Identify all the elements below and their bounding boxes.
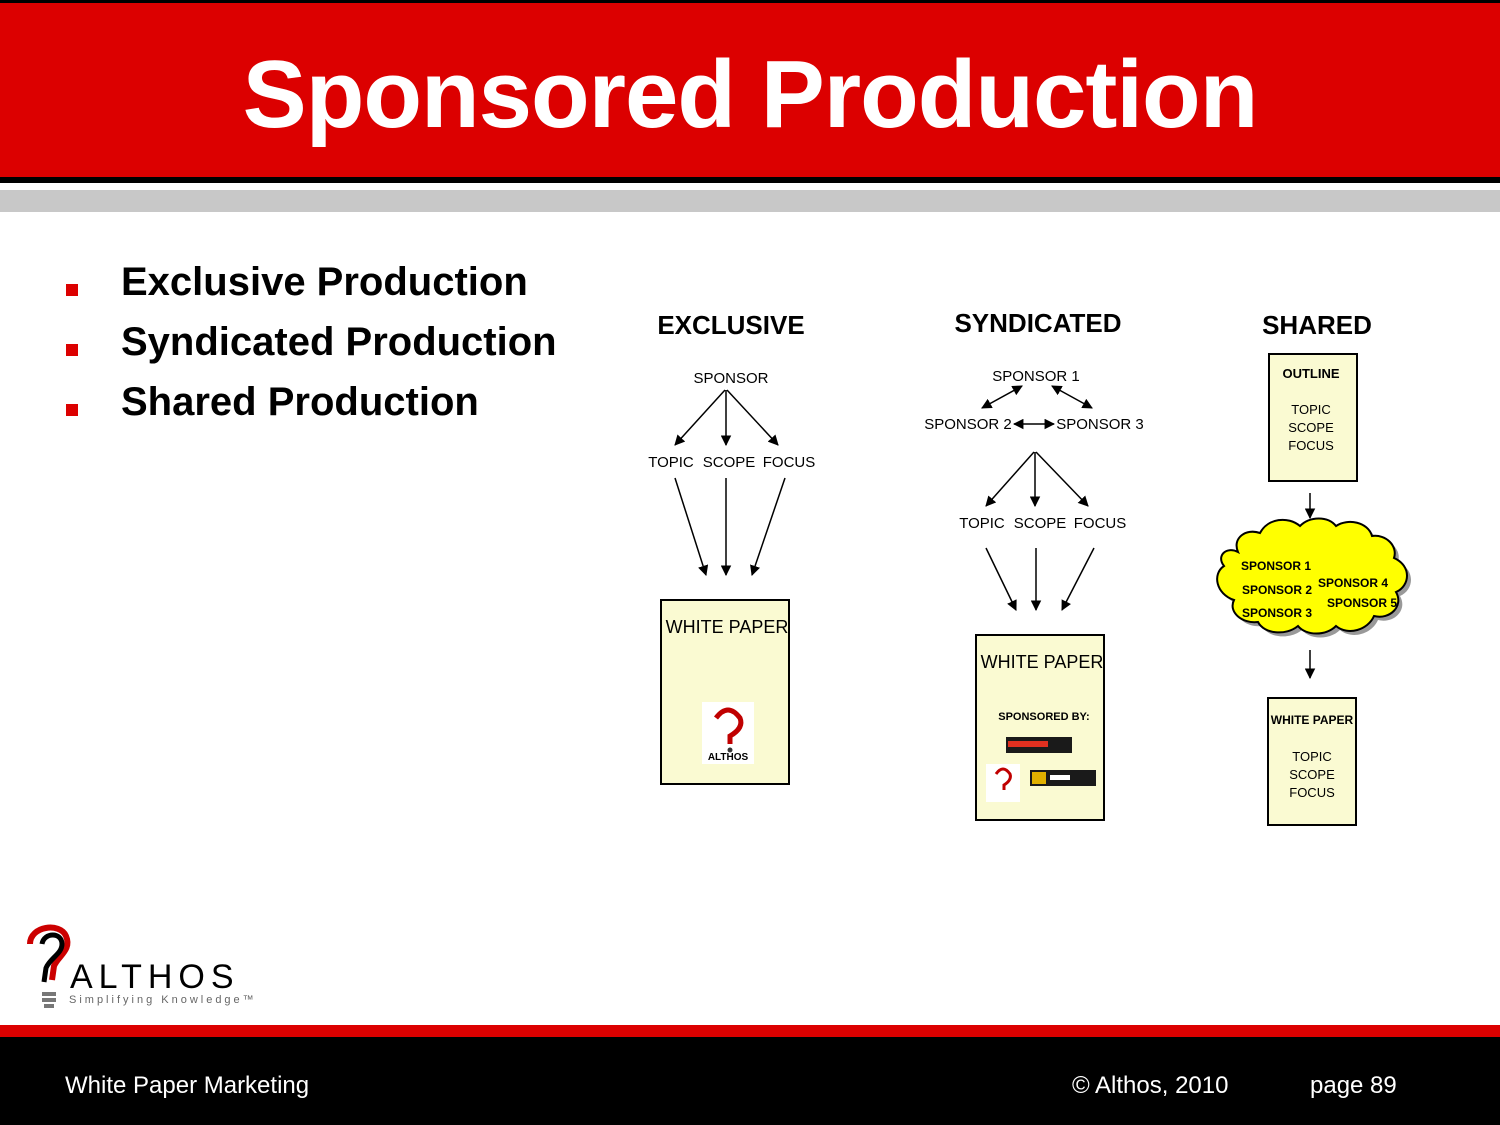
square-bullet-icon	[66, 284, 78, 296]
shared-paper-title: WHITE PAPER	[1271, 713, 1354, 727]
production-models-diagram: EXCLUSIVE SPONSOR TOPIC SCOPE FOCUS WHIT…	[648, 308, 1408, 826]
footer: White Paper Marketing © Althos, 2010 pag…	[0, 1037, 1500, 1125]
shared-white-paper	[1267, 697, 1357, 826]
shared-outline-scope: SCOPE	[1288, 420, 1334, 435]
question-mark-bulb-icon	[27, 924, 71, 1008]
syndicated-heading: SYNDICATED	[954, 308, 1121, 338]
exclusive-scope-label: SCOPE	[703, 454, 756, 471]
shared-outline-box	[1268, 353, 1358, 482]
syndicated-scope-label: SCOPE	[1014, 515, 1067, 532]
page-title: Sponsored Production	[242, 41, 1259, 148]
syndicated-topic-label: TOPIC	[959, 515, 1005, 532]
arrow	[726, 389, 779, 446]
logo-tagline: Simplifying Knowledge™	[69, 994, 257, 1006]
althos-logo-icon	[986, 764, 1020, 802]
althos-logo-icon: ALTHOS	[702, 702, 754, 764]
sponsor-logo-icon	[1006, 737, 1072, 753]
exclusive-sponsor-label: SPONSOR	[693, 370, 768, 387]
cloud-sponsor-label: SPONSOR 3	[1242, 606, 1312, 620]
footer-accent-band	[0, 1025, 1500, 1037]
double-arrow	[981, 385, 1023, 409]
sponsors-cloud: SPONSOR 1 SPONSOR 2 SPONSOR 3 SPONSOR 4 …	[1216, 517, 1408, 635]
footer-page-number: page 89	[1310, 1072, 1397, 1099]
bullet-text: Shared Production	[121, 380, 479, 424]
cloud-sponsor-label: SPONSOR 1	[1241, 559, 1311, 573]
arrow	[1061, 547, 1095, 611]
cloud-sponsor-label: SPONSOR 5	[1327, 596, 1397, 610]
shared-paper-scope: SCOPE	[1289, 767, 1335, 782]
sponsor-logo-icon	[1030, 770, 1096, 786]
syndicated-sponsored-by: SPONSORED BY:	[998, 711, 1089, 723]
arrow	[985, 451, 1035, 507]
footer-course-title: White Paper Marketing	[65, 1072, 310, 1099]
syndicated-focus-label: FOCUS	[1074, 515, 1127, 532]
shared-outline-topic: TOPIC	[1291, 402, 1331, 417]
shared-outline-title: OUTLINE	[1282, 366, 1339, 381]
syndicated-sponsor1-label: SPONSOR 1	[992, 368, 1080, 385]
shared-paper-topic: TOPIC	[1292, 749, 1332, 764]
logo-wordmark: ALTHOS	[70, 958, 240, 996]
exclusive-heading: EXCLUSIVE	[657, 310, 804, 340]
square-bullet-icon	[66, 404, 78, 416]
syndicated-column: SYNDICATED SPONSOR 1 SPONSOR 2 SPONSOR 3…	[924, 308, 1144, 821]
arrow	[985, 547, 1017, 611]
althos-logo: ALTHOS Simplifying Knowledge™	[27, 924, 257, 1008]
footer-copyright: © Althos, 2010	[1072, 1072, 1229, 1099]
square-bullet-icon	[66, 344, 78, 356]
cloud-sponsor-label: SPONSOR 2	[1242, 583, 1312, 597]
bullet-text: Syndicated Production	[121, 320, 557, 364]
exclusive-paper-title: WHITE PAPER	[666, 617, 789, 637]
shared-column: SHARED OUTLINE TOPIC SCOPE FOCUS SPONSOR…	[1216, 310, 1408, 826]
arrow	[1035, 451, 1089, 507]
exclusive-focus-label: FOCUS	[763, 454, 816, 471]
cloud-sponsor-label: SPONSOR 4	[1318, 576, 1388, 590]
title-underline-band	[0, 190, 1500, 212]
exclusive-topic-label: TOPIC	[648, 454, 694, 471]
arrow	[674, 477, 709, 577]
svg-text:ALTHOS: ALTHOS	[708, 752, 749, 763]
arrow	[750, 477, 786, 576]
arrow	[674, 389, 726, 446]
shared-heading: SHARED	[1262, 310, 1372, 340]
syndicated-paper-title: WHITE PAPER	[981, 652, 1104, 672]
title-bar: Sponsored Production	[0, 0, 1500, 183]
shared-paper-focus: FOCUS	[1289, 785, 1335, 800]
syndicated-sponsor2-label: SPONSOR 2	[924, 416, 1012, 433]
bullet-text: Exclusive Production	[121, 260, 528, 304]
shared-outline-focus: FOCUS	[1288, 438, 1334, 453]
exclusive-column: EXCLUSIVE SPONSOR TOPIC SCOPE FOCUS WHIT…	[648, 310, 816, 785]
double-arrow	[1051, 385, 1093, 409]
syndicated-sponsor3-label: SPONSOR 3	[1056, 416, 1144, 433]
